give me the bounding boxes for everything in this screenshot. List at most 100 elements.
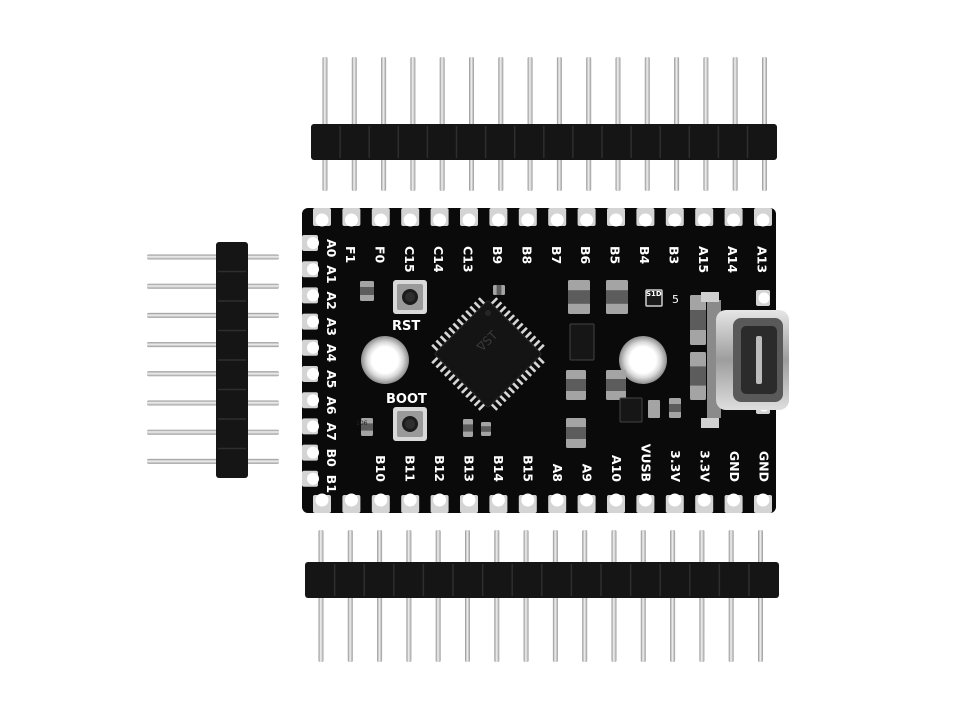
castellated-hole	[491, 493, 505, 507]
castellated-hole	[315, 213, 329, 227]
castellated-hole	[307, 341, 319, 354]
usb-c-connector	[701, 292, 789, 428]
castellated-hole	[307, 315, 319, 328]
castellated-hole	[580, 493, 594, 507]
header-pin	[147, 400, 279, 406]
castellated-hole	[403, 493, 417, 507]
castellated-hole	[433, 213, 447, 227]
small-ic	[619, 397, 643, 423]
pin-label: A13	[755, 246, 770, 273]
castellated-hole	[550, 493, 564, 507]
castellated-hole	[307, 237, 319, 249]
castellated-hole	[697, 493, 711, 507]
castellated-hole	[668, 213, 682, 227]
header-pin	[147, 342, 279, 348]
pin-label: A1	[324, 265, 339, 283]
castellated-hole	[307, 472, 319, 485]
castellated-hole	[374, 493, 388, 507]
castellated-hole	[758, 292, 770, 304]
pin-label: B8	[519, 246, 534, 264]
castellated-hole	[307, 446, 319, 459]
ic-marking: S1D	[646, 290, 662, 298]
header-pin	[147, 283, 279, 289]
boot-label: BOOT	[386, 392, 427, 407]
castellated-hole	[697, 213, 711, 227]
castellated-hole	[307, 420, 319, 433]
castellated-hole	[609, 213, 623, 227]
pin-label: A3	[324, 318, 339, 336]
diode	[645, 289, 663, 307]
castellated-hole	[433, 493, 447, 507]
pin-label: A8	[550, 464, 565, 482]
castellated-hole	[307, 368, 319, 380]
pin-label: A9	[580, 464, 595, 482]
castellated-hole	[462, 213, 476, 227]
pin-label: B14	[491, 455, 506, 482]
pin-label: B10	[373, 455, 388, 482]
castellated-hole	[727, 493, 741, 507]
pin-label: B5	[608, 246, 623, 264]
pin-label: B0	[324, 449, 339, 468]
castellated-hole	[307, 289, 319, 302]
castellated-hole	[307, 263, 319, 276]
castellated-hole	[315, 493, 329, 507]
mcu-chip	[431, 297, 545, 411]
pin-label: B11	[403, 455, 418, 482]
smd-components	[360, 280, 706, 448]
pin-label: A4	[324, 344, 339, 363]
castellated-hole	[609, 493, 623, 507]
pin-label: A2	[324, 291, 339, 309]
castellated-hole	[344, 493, 358, 507]
castellated-hole	[580, 213, 594, 227]
pin-label: B3	[666, 246, 681, 264]
small-mark: 5	[672, 293, 679, 306]
castellated-hole	[756, 213, 770, 227]
pin-label: A7	[324, 422, 339, 440]
castellated-hole	[668, 493, 682, 507]
castellated-hole	[727, 213, 741, 227]
boot-button[interactable]	[393, 407, 427, 441]
header-pin	[147, 429, 279, 435]
pin-label: B15	[521, 455, 536, 482]
regulator-ic	[569, 323, 595, 361]
pin-label: 3.3V	[668, 450, 683, 482]
left-pin-header	[147, 242, 279, 478]
header-pin	[147, 458, 279, 464]
pin-label: GND	[727, 451, 742, 482]
cap-code: 106	[356, 420, 368, 427]
pin-label: A6	[324, 396, 339, 415]
pin-label: B1	[324, 475, 339, 493]
pin-label: A10	[609, 455, 624, 482]
pin-label: A0	[324, 239, 339, 258]
pin-label: 3.3V	[698, 450, 713, 482]
bottom-pin-header	[305, 530, 779, 662]
pin-label: B13	[462, 455, 477, 482]
rst-button[interactable]	[393, 280, 427, 314]
castellated-hole	[638, 493, 652, 507]
smd-part	[648, 400, 660, 418]
castellated-hole	[374, 213, 388, 227]
pin-label: A14	[725, 246, 740, 273]
pin-label: F1	[343, 246, 358, 263]
castellated-hole	[521, 213, 535, 227]
castellated-hole	[521, 493, 535, 507]
pcb-board: ∇ST RST BOOT S1D 106 5	[302, 208, 789, 513]
castellated-hole	[403, 213, 417, 227]
pin-label: C14	[431, 246, 446, 273]
pin-label: C15	[402, 246, 417, 273]
pin-label: B9	[490, 246, 505, 264]
castellated-hole	[491, 213, 505, 227]
header-pin	[147, 371, 279, 377]
castellated-hole	[307, 394, 319, 407]
pin-label: B4	[637, 246, 652, 265]
pin-label: GND	[757, 451, 772, 482]
castellated-hole	[638, 213, 652, 227]
pin-label: C13	[461, 246, 476, 273]
rst-label: RST	[392, 319, 420, 334]
header-pin	[147, 312, 279, 318]
castellated-hole	[550, 213, 564, 227]
pin-label: A5	[324, 370, 339, 388]
